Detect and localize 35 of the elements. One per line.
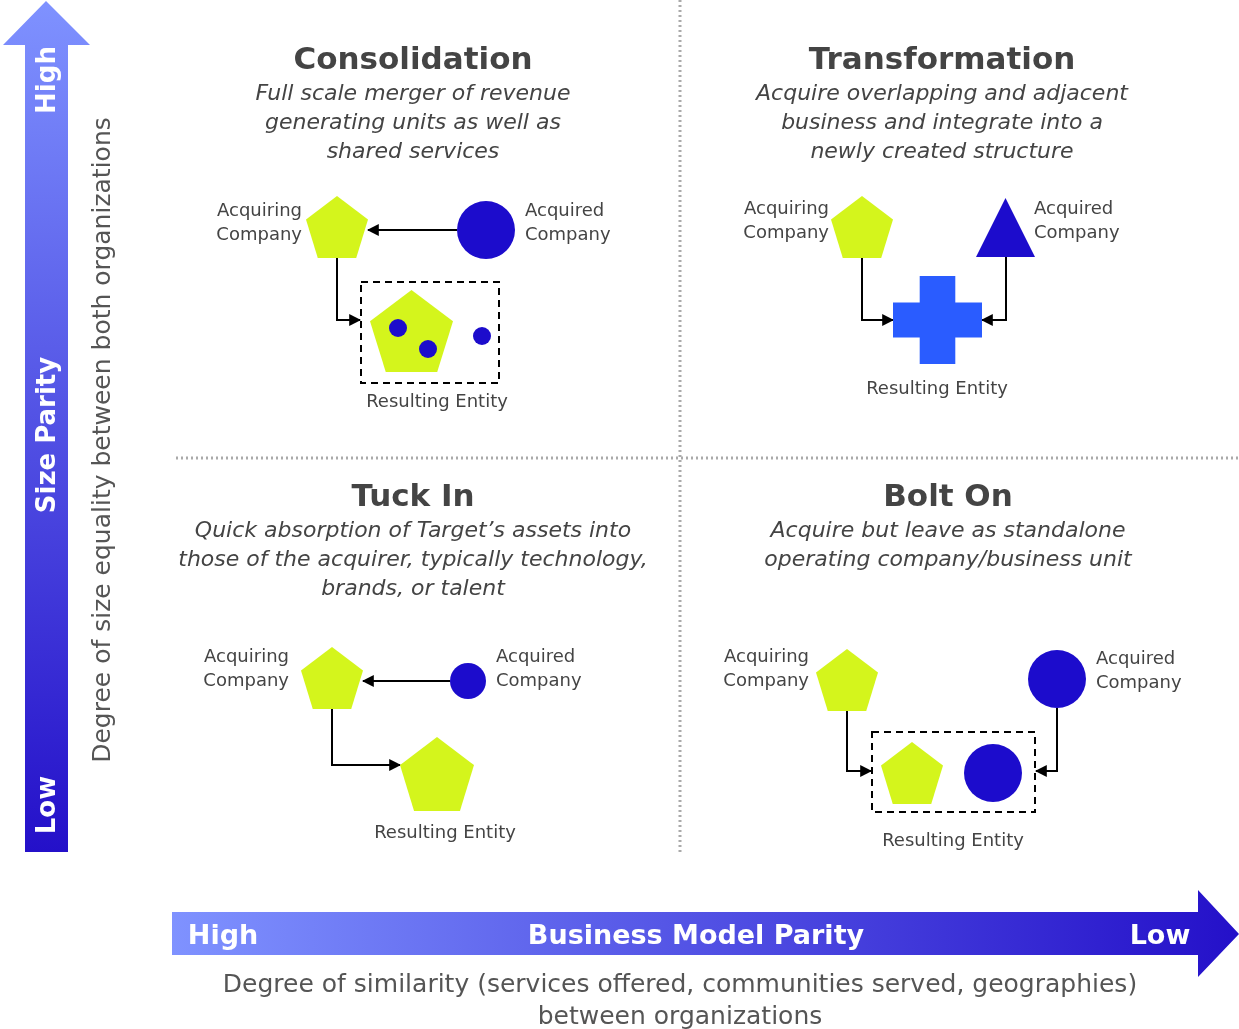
shape-caption: Resulting Entity — [865, 376, 1009, 400]
shape-caption: Acquiring Company — [215, 198, 302, 246]
quadrant-title: Bolt On — [882, 476, 1014, 515]
quadrant-description: Full scale merger of revenue generating units as well as shared services — [254, 79, 572, 165]
arrow — [331, 708, 402, 771]
arrow — [366, 224, 458, 236]
shape-caption: Acquiring Company — [742, 196, 829, 244]
arrow — [846, 710, 873, 777]
quadrant-description: Quick absorption of Target’s assets into those of the acquirer, typically technology, brands, or talent — [177, 516, 649, 602]
arrow — [1034, 707, 1058, 777]
arrow — [361, 675, 451, 687]
shape-caption: Resulting Entity — [373, 820, 517, 844]
axis-title: Size Parity — [30, 355, 62, 516]
axis-label: Low — [30, 774, 62, 837]
shape-caption: Acquired Company — [1034, 196, 1121, 244]
axis-title: Business Model Parity — [526, 918, 866, 952]
arrow — [861, 257, 895, 326]
axis-label: Low — [1128, 918, 1192, 952]
quadrant-description: Acquire overlapping and adjacent business and integrate into a newly created structure — [754, 79, 1130, 165]
axis-label: High — [186, 918, 260, 952]
arrow — [336, 257, 362, 326]
shape-caption: Acquiring Company — [722, 644, 809, 692]
quadrant-title: Consolidation — [292, 39, 534, 78]
axis-label: High — [30, 45, 62, 116]
axis-description: Degree of similarity (services offered, communities served, geographies) between organizations — [221, 968, 1139, 1029]
shape-caption: Resulting Entity — [365, 389, 509, 413]
quadrant-title: Transformation — [807, 39, 1077, 78]
axis-description: Degree of size equality between both organizations — [86, 116, 117, 765]
shape-caption: Acquired Company — [1096, 646, 1183, 694]
quadrant-description: Acquire but leave as standalone operating company/business unit — [763, 516, 1133, 573]
shape-caption: Acquired Company — [496, 644, 583, 692]
shape-caption: Resulting Entity — [881, 828, 1025, 852]
shape-caption: Acquiring Company — [202, 644, 289, 692]
shape-caption: Acquired Company — [525, 198, 612, 246]
quadrant-title: Tuck In — [350, 476, 476, 515]
